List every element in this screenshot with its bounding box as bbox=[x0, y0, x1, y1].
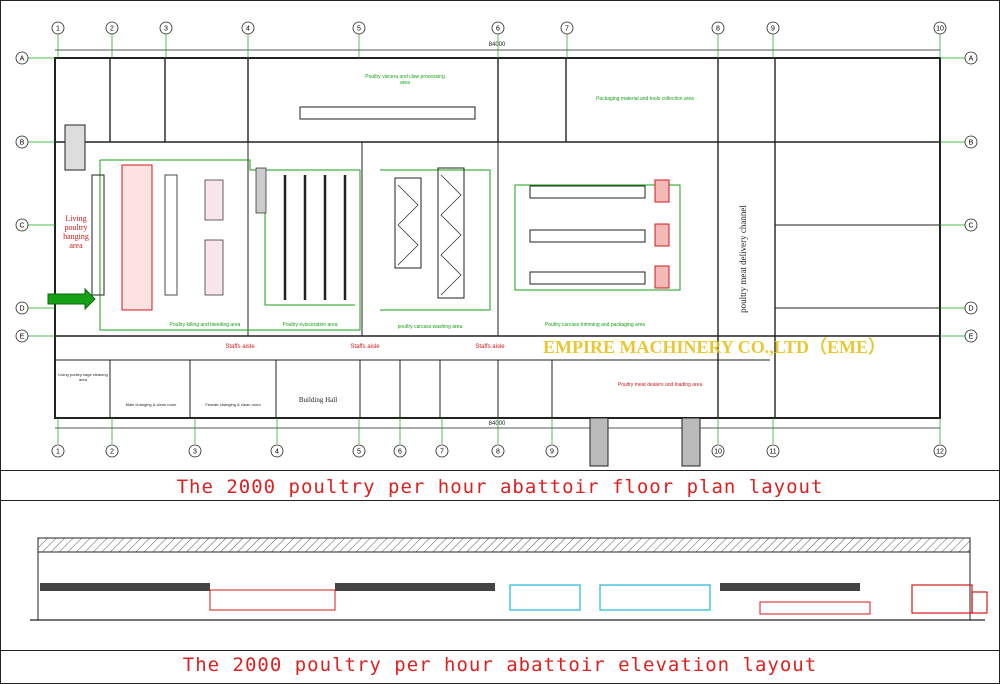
column-axis-top-6: 6 bbox=[491, 21, 505, 35]
svg-text:2: 2 bbox=[110, 26, 114, 33]
row-axis-right-E: E bbox=[964, 329, 978, 343]
svg-text:5: 5 bbox=[357, 449, 361, 456]
column-axis-bottom-11: 11 bbox=[766, 444, 780, 458]
male-changing-label: Male changing & clean room bbox=[125, 402, 177, 407]
row-axis-right-A: A bbox=[964, 51, 978, 65]
column-axis-top-9: 9 bbox=[766, 21, 780, 35]
svg-text:8: 8 bbox=[716, 26, 720, 33]
svg-text:4: 4 bbox=[246, 26, 250, 33]
svg-text:A: A bbox=[969, 56, 974, 63]
column-axis-bottom-7: 7 bbox=[435, 444, 449, 458]
delivery-channel-label: poultry meat delivery channel bbox=[738, 205, 748, 313]
row-axis-right-D: D bbox=[964, 301, 978, 315]
svg-text:8: 8 bbox=[496, 449, 500, 456]
column-axis-top-8: 8 bbox=[711, 21, 725, 35]
living-poultry-hanging-label: Living poultry hanging area bbox=[63, 214, 89, 250]
packaging-material-label: Packaging material and tools collection … bbox=[596, 96, 694, 102]
svg-text:6: 6 bbox=[496, 26, 500, 33]
cage-cleaning-label: Living poultry cage cleaning area bbox=[58, 372, 108, 382]
trimming-area-label: Poultry carcass trimming and packaging a… bbox=[544, 322, 646, 328]
column-axis-top-2: 2 bbox=[105, 21, 119, 35]
column-axis-top-5: 5 bbox=[352, 21, 366, 35]
row-axis-left-D: D bbox=[15, 301, 29, 315]
svg-text:11: 11 bbox=[769, 449, 776, 456]
svg-text:7: 7 bbox=[440, 449, 444, 456]
column-axis-bottom-2: 2 bbox=[105, 444, 119, 458]
elevation-caption: The 2000 poultry per hour abattoir eleva… bbox=[182, 654, 818, 676]
column-axis-top-10: 10 bbox=[933, 21, 947, 35]
column-axis-top-4: 4 bbox=[241, 21, 255, 35]
staffs-aisle-1-label: Staffs aisle bbox=[225, 344, 255, 350]
column-axis-bottom-5: 5 bbox=[352, 444, 366, 458]
svg-text:E: E bbox=[969, 334, 974, 341]
row-axis-right-B: B bbox=[964, 135, 978, 149]
column-axis-bottom-8: 8 bbox=[491, 444, 505, 458]
row-axis-left-E: E bbox=[15, 329, 29, 343]
evisceration-area-label: Poultry evisceration area bbox=[282, 322, 338, 328]
female-changing-label: Female changing & clean room bbox=[205, 402, 261, 407]
svg-text:6: 6 bbox=[398, 449, 402, 456]
row-axis-left-B: B bbox=[15, 135, 29, 149]
column-axis-bottom-6: 6 bbox=[393, 444, 407, 458]
svg-text:3: 3 bbox=[164, 26, 168, 33]
column-axis-bottom-3: 3 bbox=[188, 444, 202, 458]
row-axis-left-C: C bbox=[15, 218, 29, 232]
svg-text:5: 5 bbox=[357, 26, 361, 33]
column-axis-bottom-4: 4 bbox=[270, 444, 284, 458]
svg-text:1: 1 bbox=[56, 449, 60, 456]
column-axis-top-1: 1 bbox=[51, 21, 65, 35]
washing-area-label: poultry carcass washing area bbox=[397, 324, 463, 330]
row-axis-right-C: C bbox=[964, 218, 978, 232]
dealers-loading-label: Poultry meat dealers and loading area bbox=[617, 382, 703, 388]
building-hall-label: Building Hall bbox=[298, 396, 338, 404]
svg-text:D: D bbox=[968, 306, 973, 313]
svg-text:A: A bbox=[20, 56, 25, 63]
column-axis-bottom-12: 12 bbox=[933, 444, 947, 458]
svg-text:12: 12 bbox=[936, 449, 944, 456]
column-axis-top-3: 3 bbox=[159, 21, 173, 35]
svg-text:E: E bbox=[20, 334, 25, 341]
svg-text:1: 1 bbox=[56, 26, 60, 33]
svg-text:4: 4 bbox=[275, 449, 279, 456]
row-axis-left-A: A bbox=[15, 51, 29, 65]
svg-text:3: 3 bbox=[193, 449, 197, 456]
svg-text:10: 10 bbox=[714, 449, 722, 456]
svg-text:7: 7 bbox=[565, 26, 569, 33]
overall-dimension-bottom: 84000 bbox=[489, 421, 506, 427]
company-watermark: EMPIRE MACHINERY CO.,LTD（EME） bbox=[543, 337, 887, 357]
svg-text:9: 9 bbox=[550, 449, 554, 456]
svg-text:9: 9 bbox=[771, 26, 775, 33]
floor-plan-caption: The 2000 poultry per hour abattoir floor… bbox=[176, 476, 824, 498]
column-axis-top-7: 7 bbox=[560, 21, 574, 35]
column-axis-bottom-1: 1 bbox=[51, 444, 65, 458]
staffs-aisle-3-label: Staffs aisle bbox=[475, 344, 505, 350]
svg-text:D: D bbox=[19, 306, 24, 313]
staffs-aisle-2-label: Staffs aisle bbox=[350, 344, 380, 350]
column-axis-bottom-10: 10 bbox=[711, 444, 725, 458]
overall-dimension-top: 84000 bbox=[489, 42, 506, 48]
svg-text:C: C bbox=[19, 223, 24, 230]
svg-text:2: 2 bbox=[110, 449, 114, 456]
svg-text:B: B bbox=[20, 140, 25, 147]
svg-text:10: 10 bbox=[936, 26, 944, 33]
svg-text:B: B bbox=[969, 140, 974, 147]
svg-text:C: C bbox=[968, 223, 973, 230]
column-axis-bottom-9: 9 bbox=[545, 444, 559, 458]
killing-area-label: Poultry killing and bleeding area bbox=[169, 322, 241, 328]
viscera-area-label: Poultry viscera and claw processing area bbox=[365, 74, 445, 86]
